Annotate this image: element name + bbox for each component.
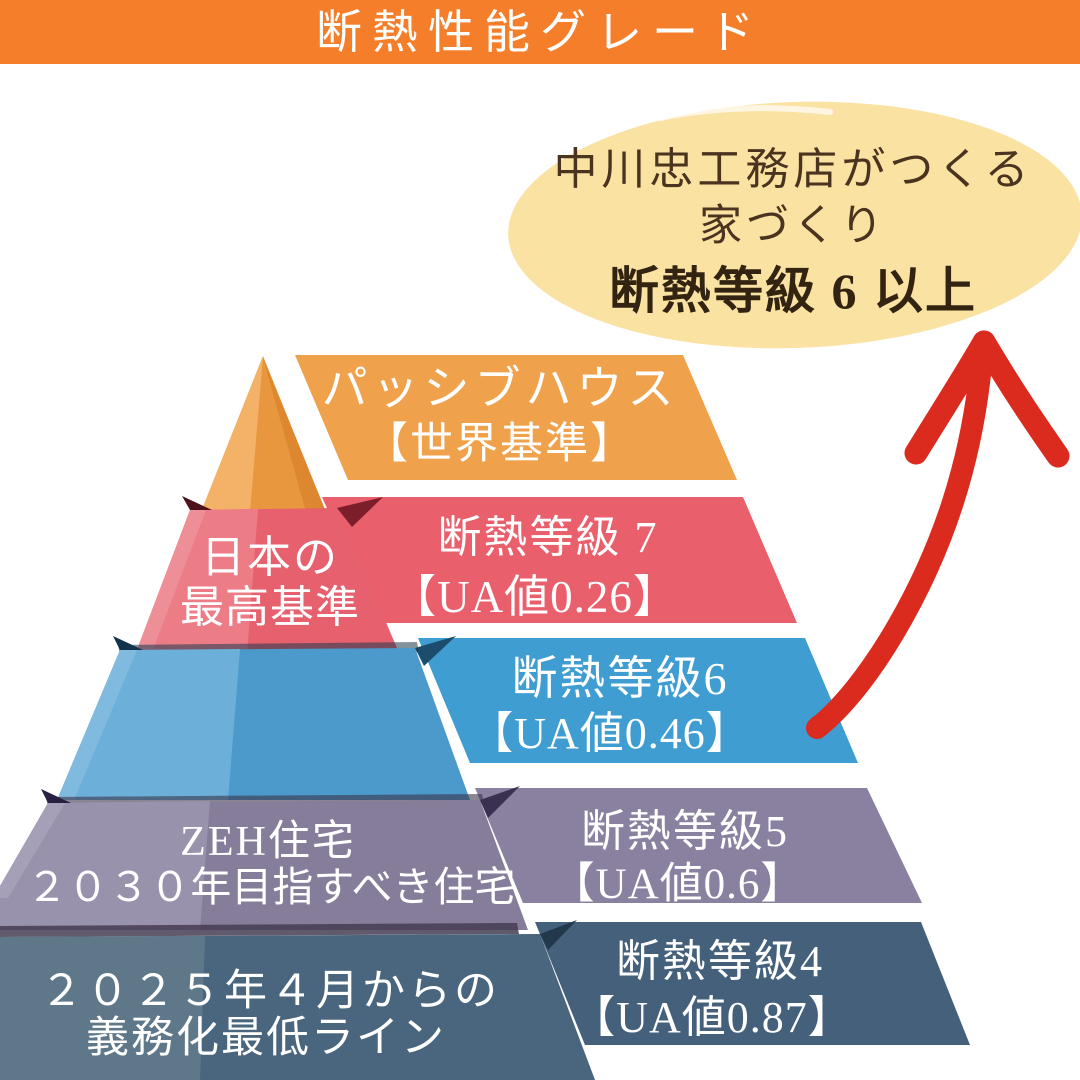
tier-2-edge-light <box>135 510 206 655</box>
page-title: 断熱性能グレード <box>316 7 764 58</box>
tier-4-face-highlight <box>0 801 210 930</box>
tier-5-band-label-line1: 断熱等級4 <box>616 937 824 986</box>
tier-1-face-shadow <box>263 358 326 512</box>
tier-1-face-highlight <box>201 356 263 512</box>
tier-3-band-label-line1: 断熱等級6 <box>512 653 729 704</box>
tier-5-grade-4: 断熱等級4 【UA値0.87】 ２０２５年４月からの 義務化最低ライン <box>0 920 970 1080</box>
tier-4-edge-light <box>0 803 65 898</box>
header-banner: 断熱性能グレード <box>0 0 1080 64</box>
tier-2-corner-wedge <box>182 496 212 510</box>
tier-2-grade-7: 断熱等級 7 【UA値0.26】 日本の 最高基準 <box>135 496 797 655</box>
tier-3-band <box>418 638 858 763</box>
tier-5-face-highlight <box>0 936 205 1080</box>
tier-4-fold-shadow <box>480 786 520 818</box>
tier-2-band-label-line2: 【UA値0.26】 <box>391 572 679 622</box>
tier-2-side-label-line1: 日本の <box>201 533 339 582</box>
tier-4-side-label-line2: ２０３０年目指すべき住宅 <box>26 864 515 910</box>
tier-1-passive-house: パッシブハウス 【世界基準】 <box>201 355 737 512</box>
callout-line1: 中川忠工務店がつくる <box>553 145 1032 194</box>
tier-2-band <box>322 497 797 623</box>
arrow-head-right-wing <box>972 330 1070 468</box>
tier-3-grade-6: 断熱等級6 【UA値0.46】 <box>57 636 858 800</box>
tier-5-side-label-line1: ２０２５年４月からの <box>40 968 500 1015</box>
tier-2-side-label-line2: 最高基準 <box>180 583 360 632</box>
callout-line2: 家づくり <box>699 202 887 250</box>
tier-5-fold-shadow <box>540 920 577 950</box>
brush-texture-stroke <box>536 296 684 352</box>
tier-2-fold-shadow <box>337 497 383 527</box>
callout-emphasis: 断熱等級 6 以上 <box>609 263 977 319</box>
tier-1-band-label-line1: パッシブハウス <box>322 363 679 414</box>
callout-bubble-shape <box>508 101 1080 349</box>
tier-3-band-label-line2: 【UA値0.46】 <box>469 709 751 758</box>
callout-bubble: 中川忠工務店がつくる 家づくり 断熱等級 6 以上 <box>508 101 1080 352</box>
tier-4-band <box>475 788 922 903</box>
tier-3-fold-shadow <box>415 636 456 666</box>
tier-4-band-label-line1: 断熱等級5 <box>581 807 789 856</box>
tier-5-side-label-line2: 義務化最低ライン <box>86 1015 446 1062</box>
tier-4-corner-wedge <box>41 789 71 803</box>
tier-1-band <box>295 355 737 480</box>
upward-arrow <box>806 330 1070 739</box>
tier-5-seam <box>0 923 519 937</box>
arrow-shaft <box>806 343 993 739</box>
tier-4-grade-5: 断熱等級5 【UA値0.6】 ZEH住宅 ２０３０年目指すべき住宅 <box>0 786 922 930</box>
tier-5-band <box>535 922 970 1045</box>
tier-4-side-label-line1: ZEH住宅 <box>180 818 356 865</box>
tier-4-band-label-line2: 【UA値0.6】 <box>552 861 805 908</box>
tier-5-band-label-line2: 【UA値0.87】 <box>571 993 853 1042</box>
tier-2-band-label-line1: 断熱等級 7 <box>438 513 659 562</box>
tier-1-band-label-line2: 【世界基準】 <box>365 421 635 468</box>
arrow-head-left-wing <box>904 330 996 465</box>
tier-3-face-highlight <box>57 649 240 800</box>
tier-2-face-highlight <box>135 509 258 655</box>
tier-3-edge-light <box>57 650 137 800</box>
brush-texture-stroke <box>657 105 833 121</box>
tier-3-corner-wedge <box>113 636 143 650</box>
